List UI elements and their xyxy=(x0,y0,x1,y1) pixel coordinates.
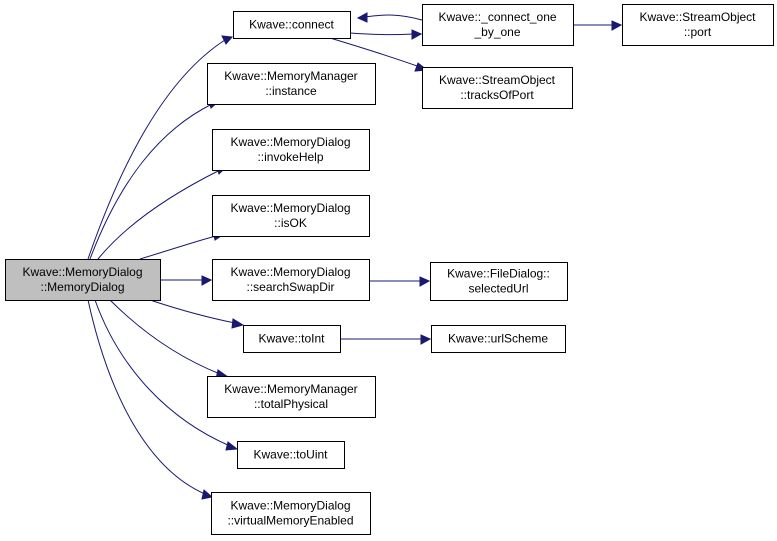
node-box xyxy=(5,259,161,301)
edge-line xyxy=(94,299,231,447)
arrowhead-icon xyxy=(221,35,234,45)
node-box xyxy=(422,4,574,46)
node-is-ok[interactable]: Kwave::MemoryDialog::isOK xyxy=(212,195,370,237)
edge-connect-to-connect-one xyxy=(349,29,423,40)
edge-root-to-to-int xyxy=(149,299,245,329)
node-label: ::port xyxy=(684,25,712,39)
edge-search-swap-to-selected-url xyxy=(369,276,431,287)
arrowhead-icon xyxy=(411,29,423,40)
edge-root-to-total-physical xyxy=(109,299,230,380)
node-connect[interactable]: Kwave::connect xyxy=(233,11,351,39)
node-to-int[interactable]: Kwave::toInt xyxy=(243,325,341,353)
node-label: ::totalPhysical xyxy=(254,397,328,411)
edge-line xyxy=(87,39,226,260)
node-label: ::isOK xyxy=(274,216,307,230)
node-label: ::invokeHelp xyxy=(257,150,323,164)
node-label: _by_one xyxy=(473,25,520,39)
edge-line xyxy=(364,14,423,21)
node-label: Kwave::MemoryDialog xyxy=(22,265,142,279)
node-box xyxy=(207,376,376,418)
edge-to-int-to-url-scheme xyxy=(340,334,432,345)
edge-connect-one-to-stream-port xyxy=(573,20,623,31)
node-selected-url[interactable]: Kwave::FileDialog::selectedUrl xyxy=(430,262,568,301)
edge-line xyxy=(349,32,414,36)
node-label: Kwave::StreamObject xyxy=(639,10,756,24)
nodes-layer: Kwave::MemoryDialog::MemoryDialogKwave::… xyxy=(5,4,774,535)
node-stream-port[interactable]: Kwave::StreamObject::port xyxy=(622,4,774,46)
arrowhead-icon xyxy=(356,12,368,23)
node-box xyxy=(622,4,774,46)
edge-root-to-invoke-help xyxy=(97,164,229,260)
node-box xyxy=(431,325,566,353)
arrowhead-icon xyxy=(201,489,214,500)
edge-root-to-to-uint xyxy=(94,299,239,451)
node-to-uint[interactable]: Kwave::toUint xyxy=(237,441,345,469)
node-label: ::MemoryDialog xyxy=(40,280,124,294)
node-label: Kwave::MemoryDialog xyxy=(230,265,350,279)
edge-root-to-is-ok xyxy=(139,230,226,260)
node-label: Kwave::MemoryManager xyxy=(224,69,357,83)
node-box xyxy=(422,67,573,109)
node-stream-tracks[interactable]: Kwave::StreamObject::tracksOfPort xyxy=(422,67,573,109)
node-box xyxy=(430,262,568,301)
arrowhead-icon xyxy=(611,20,623,31)
node-label: Kwave::MemoryDialog xyxy=(230,499,350,513)
node-invoke-help[interactable]: Kwave::MemoryDialog::invokeHelp xyxy=(212,129,370,171)
node-box xyxy=(243,325,341,353)
node-mm-instance[interactable]: Kwave::MemoryManager::instance xyxy=(207,63,376,105)
node-box xyxy=(212,259,370,301)
edge-line xyxy=(89,103,213,260)
node-box xyxy=(211,492,371,535)
node-label: ::virtualMemoryEnabled xyxy=(227,514,353,528)
node-label: Kwave::_connect_one xyxy=(438,10,556,24)
edge-root-to-virtual-memory xyxy=(87,299,214,500)
node-search-swap[interactable]: Kwave::MemoryDialog::searchSwapDir xyxy=(212,259,370,301)
node-box xyxy=(212,195,370,237)
node-label: Kwave::StreamObject xyxy=(439,73,556,87)
edge-line xyxy=(149,299,236,324)
arrowhead-icon xyxy=(419,276,431,287)
arrowhead-icon xyxy=(231,318,245,329)
node-box xyxy=(212,129,370,171)
node-root[interactable]: Kwave::MemoryDialog::MemoryDialog xyxy=(5,259,161,301)
edge-root-to-connect xyxy=(87,35,234,260)
node-label: ::tracksOfPort xyxy=(460,88,534,102)
edge-line xyxy=(329,37,421,68)
node-label: Kwave::MemoryDialog xyxy=(230,135,350,149)
node-label: Kwave::urlScheme xyxy=(448,332,548,346)
node-url-scheme[interactable]: Kwave::urlScheme xyxy=(431,325,566,353)
node-label: Kwave::FileDialog:: xyxy=(447,267,550,281)
node-box xyxy=(237,441,345,469)
edge-line xyxy=(139,235,217,260)
edge-line xyxy=(87,299,206,495)
node-label: selectedUrl xyxy=(468,282,528,296)
node-label: Kwave::toUint xyxy=(253,448,328,462)
node-label: Kwave::MemoryDialog xyxy=(230,201,350,215)
edge-line xyxy=(97,169,221,260)
node-total-physical[interactable]: Kwave::MemoryManager::totalPhysical xyxy=(207,376,376,418)
edge-root-to-mm-instance xyxy=(89,98,221,260)
node-label: Kwave::toInt xyxy=(258,332,325,346)
edge-root-to-search-swap xyxy=(160,275,213,286)
node-box xyxy=(207,63,376,105)
node-label: Kwave::connect xyxy=(249,18,334,32)
arrowhead-icon xyxy=(201,275,213,286)
node-connect-one[interactable]: Kwave::_connect_one_by_one xyxy=(422,4,574,46)
node-box xyxy=(233,11,351,39)
node-label: ::searchSwapDir xyxy=(246,280,334,294)
node-virtual-memory[interactable]: Kwave::MemoryDialog::virtualMemoryEnable… xyxy=(211,492,371,535)
arrowhead-icon xyxy=(225,441,239,451)
edge-connect-one-to-connect xyxy=(356,12,423,23)
node-label: ::instance xyxy=(265,84,317,98)
node-label: Kwave::MemoryManager xyxy=(224,382,357,396)
arrowhead-icon xyxy=(420,334,432,345)
edge-line xyxy=(109,299,221,375)
